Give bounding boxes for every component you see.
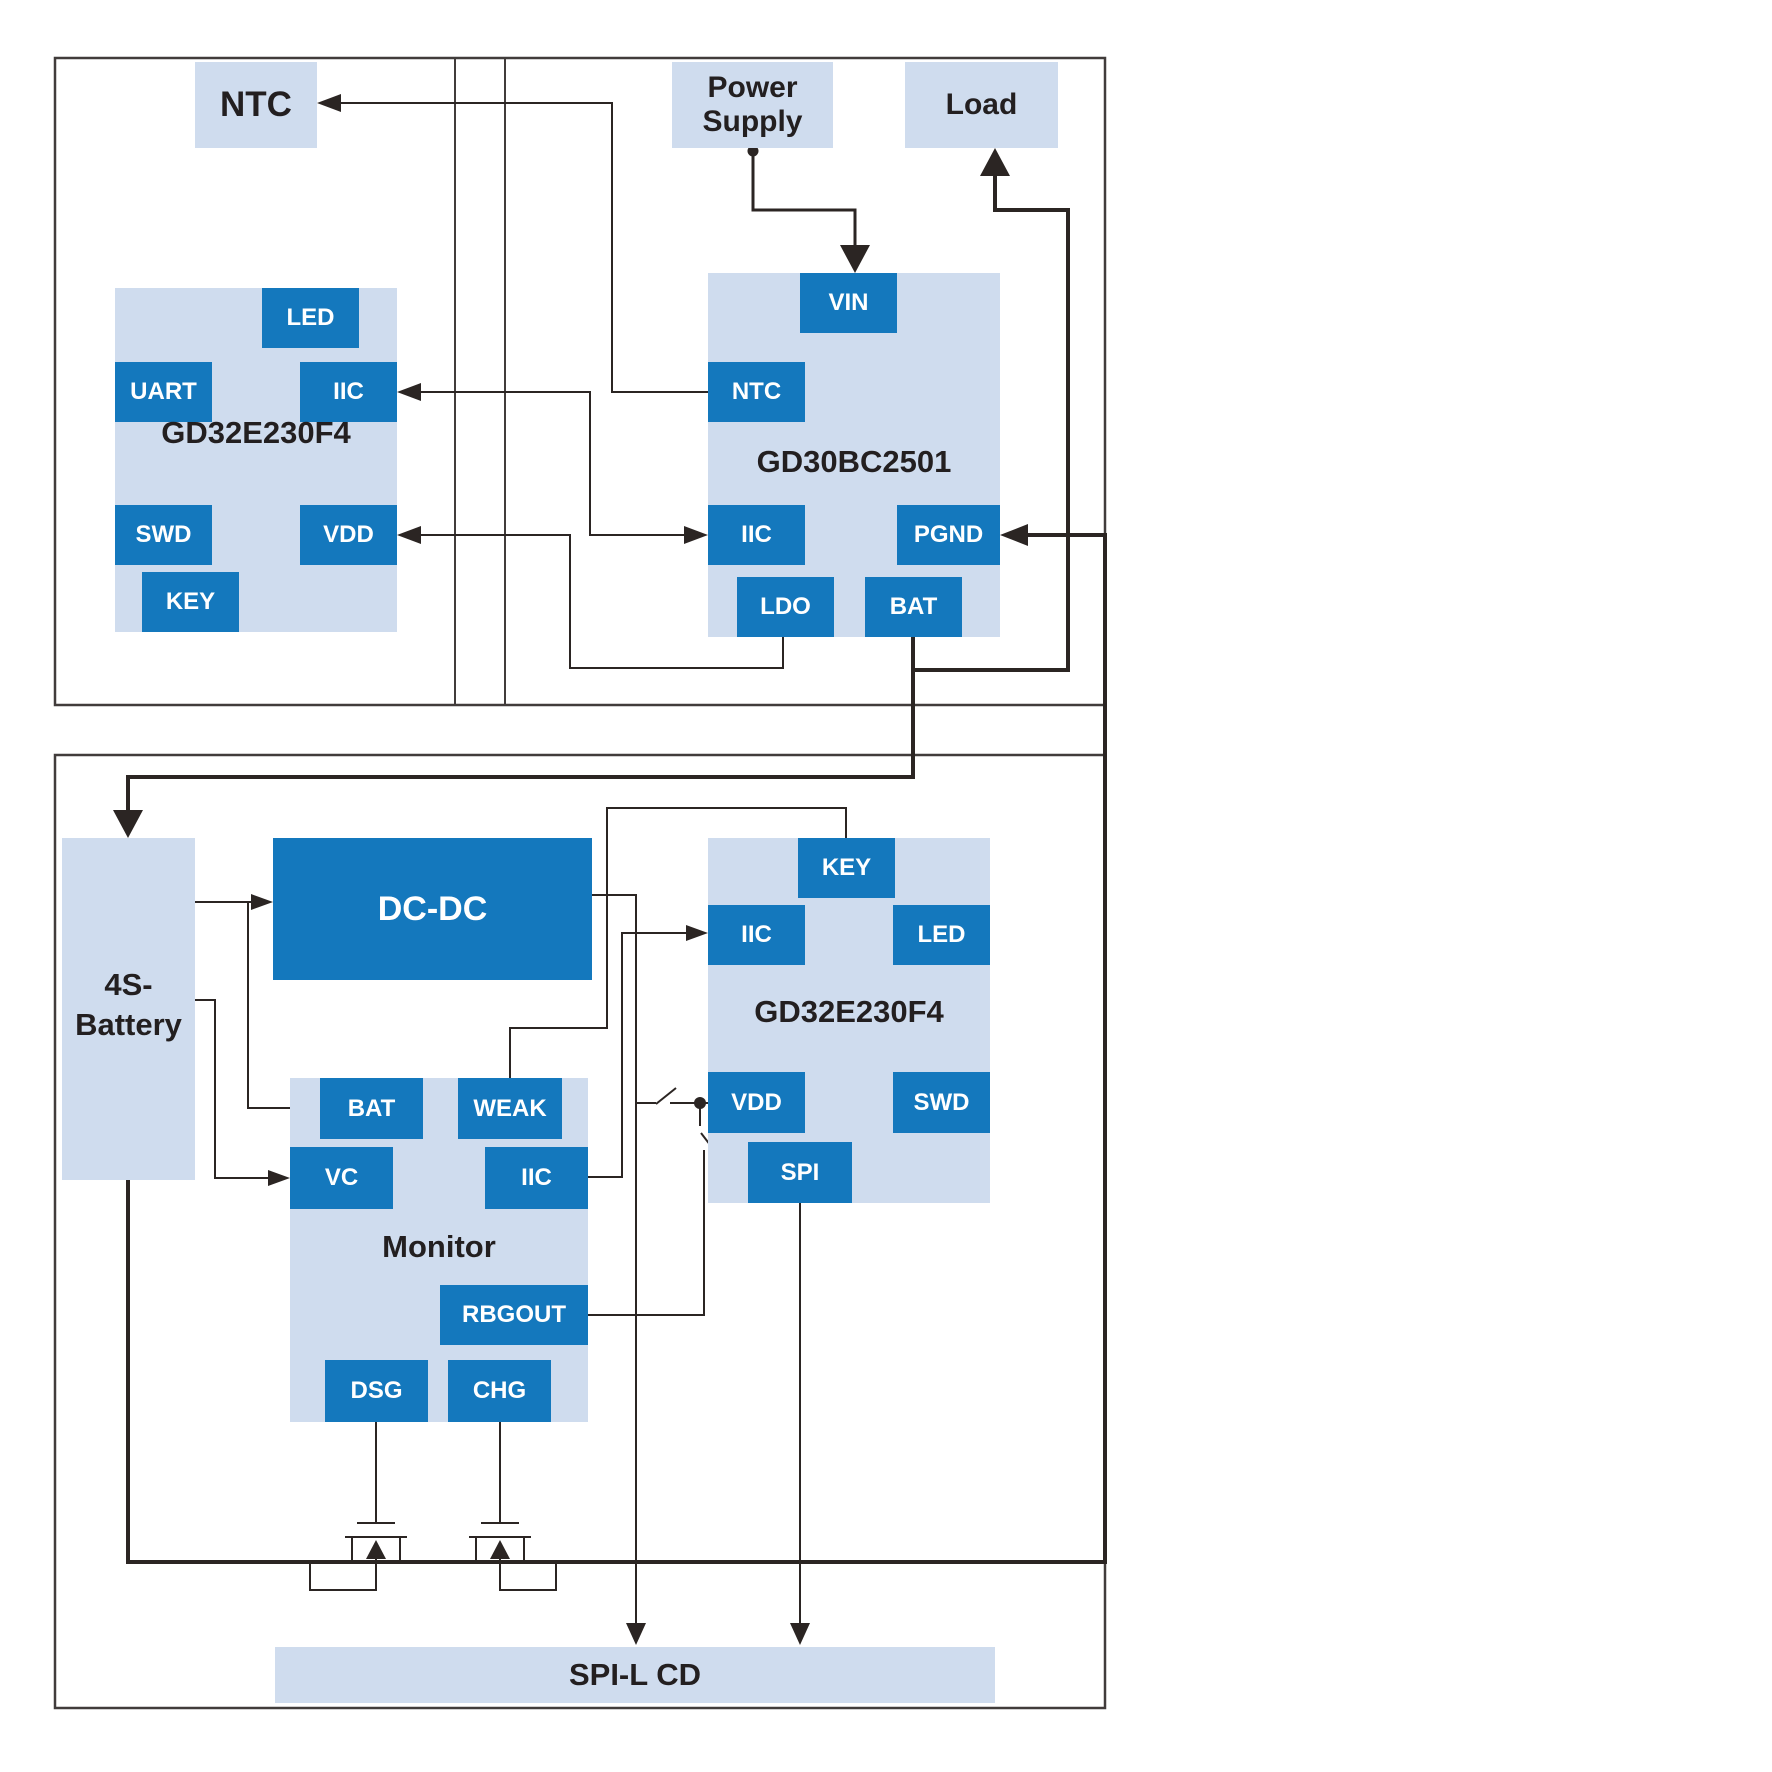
wire-vdd-ldo [412, 534, 784, 669]
arrow-into-vc-icon [268, 1170, 290, 1186]
arrow-into-battery-icon [113, 810, 143, 838]
power-wires [126, 174, 1107, 1564]
dcdc-box: DC-DC [273, 838, 592, 980]
wire-dcdc-main [592, 894, 637, 1625]
mcu2-port-vdd: VDD [708, 1072, 805, 1133]
power-tap-dot [747, 145, 759, 157]
mosfet1-body-arrow-icon [366, 1540, 386, 1559]
mosfet-chg-icon [469, 1522, 557, 1591]
mosfet-dsg-icon [309, 1522, 407, 1591]
mcu1-port-iic: IIC [300, 362, 397, 422]
monitor-port-chg: CHG [448, 1360, 551, 1422]
power-supply-box: Power Supply [672, 62, 833, 148]
wire-batt-monbat [247, 902, 304, 1109]
mosfet1-body-loop [309, 1556, 377, 1591]
charger-port-pgnd: PGND [897, 505, 1000, 565]
wire-weak-key [509, 807, 847, 1078]
mcu1-port-swd: SWD [115, 505, 212, 565]
battery-label: 4S- Battery [62, 965, 195, 1046]
charger-port-bat: BAT [865, 577, 962, 637]
charger-port-vin: VIN [800, 273, 897, 333]
wire-iic-iic [412, 391, 694, 536]
arrow-into-lcd-1-icon [626, 1623, 646, 1645]
mosfet2-body-loop [499, 1556, 557, 1591]
arrow-into-load-icon [980, 148, 1010, 176]
arrow-into-mcu2-iic-icon [686, 925, 708, 941]
monitor-port-bat: BAT [320, 1078, 423, 1139]
wire-rbgout [588, 1150, 705, 1316]
mcu2-port-key: KEY [798, 838, 895, 898]
wire-moniic-mcuiic [588, 932, 694, 1178]
charger-port-ntc: NTC [708, 362, 805, 422]
arrow-into-ntc-icon [317, 94, 341, 112]
wire-bat-to-pack [126, 637, 915, 812]
mcu1-port-vdd: VDD [300, 505, 397, 565]
wire-power-vin [751, 150, 857, 250]
wire-pack-rail-pgnd [126, 533, 1107, 1564]
wire-ntc [330, 102, 708, 393]
arrow-into-dcdc-icon [251, 894, 273, 910]
spi-lcd-box: SPI-L CD [275, 1647, 995, 1703]
load-box: Load [905, 62, 1058, 148]
signal-wires [195, 102, 847, 1625]
charger-port-iic: IIC [708, 505, 805, 565]
arrow-into-charger-iic-icon [684, 526, 708, 544]
monitor-port-weak: WEAK [458, 1078, 562, 1139]
arrow-into-pgnd-icon [1000, 524, 1028, 546]
arrow-into-vin-icon [840, 245, 870, 273]
charger-block [708, 273, 1000, 637]
mcu1-title: GD32E230F4 [161, 415, 351, 450]
monitor-port-rbgout: RBGOUT [440, 1285, 588, 1345]
mosfet2-body-arrow-icon [490, 1540, 510, 1559]
wire-bat-to-load [913, 174, 1070, 672]
mcu1-port-key: KEY [142, 572, 239, 632]
mcu2-port-swd: SWD [893, 1072, 990, 1133]
battery-block [62, 838, 195, 1180]
battery-label-line2: Battery [75, 1007, 182, 1043]
charger-port-ldo: LDO [737, 577, 834, 637]
arrow-into-mcu1-iic-icon [397, 383, 421, 401]
mcu2-port-led: LED [893, 905, 990, 965]
battery-label-line1: 4S- [104, 967, 153, 1002]
arrow-into-lcd-2-icon [790, 1623, 810, 1645]
ntc-box: NTC [195, 62, 317, 148]
mcu2-title: GD32E230F4 [754, 994, 944, 1029]
mcu2-port-iic: IIC [708, 905, 805, 965]
vdd-node-dot [694, 1097, 706, 1109]
monitor-port-iic: IIC [485, 1147, 588, 1209]
mcu1-port-uart: UART [115, 362, 212, 422]
monitor-title: Monitor [382, 1229, 496, 1264]
switch1-lever [655, 1087, 677, 1105]
mcu2-port-spi: SPI [748, 1142, 852, 1203]
wire-batt-vc [195, 999, 274, 1179]
top-section-border [53, 56, 1107, 707]
charger-title: GD30BC2501 [756, 444, 952, 479]
mcu1-port-led: LED [262, 288, 359, 348]
monitor-port-dsg: DSG [325, 1360, 428, 1422]
monitor-port-vc: VC [290, 1147, 393, 1209]
arrow-into-mcu1-vdd-icon [397, 526, 421, 544]
